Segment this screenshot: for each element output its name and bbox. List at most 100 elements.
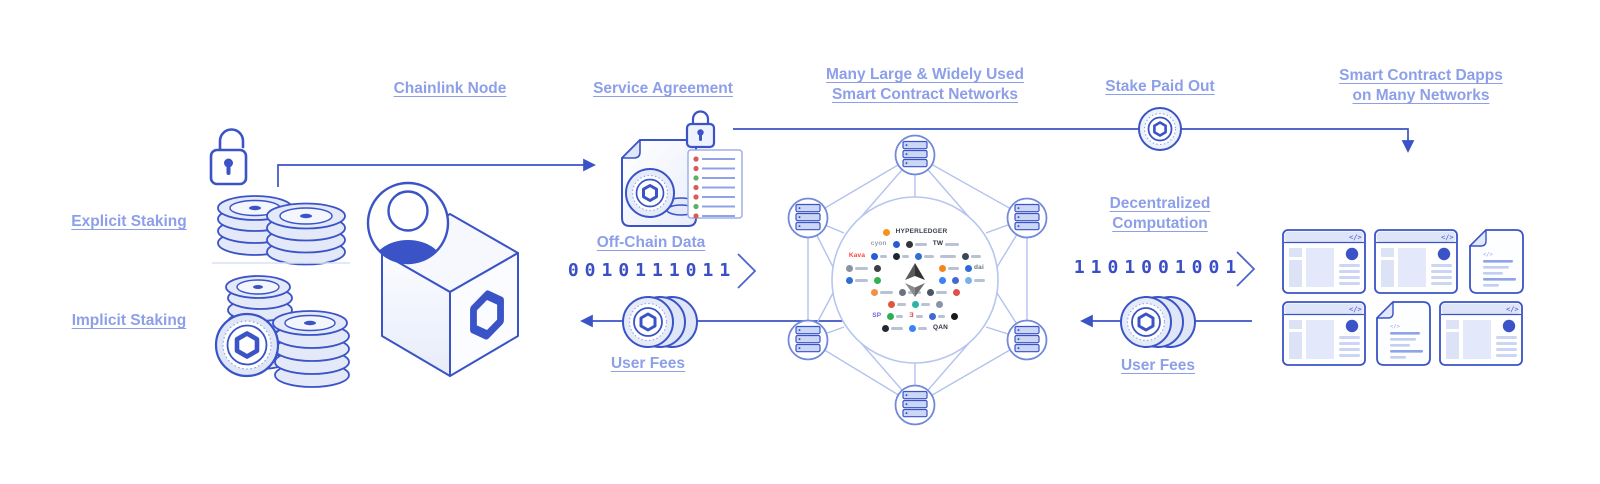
dapp-document-icon: </> — [1376, 301, 1431, 366]
logo-row: dai — [846, 264, 984, 272]
crypto-logo — [935, 300, 943, 308]
crypto-logo — [928, 312, 945, 320]
stake-coin-icon — [1138, 107, 1182, 151]
crypto-logo: Ǝ — [909, 312, 923, 320]
lock-icon — [685, 110, 716, 149]
crypto-logo — [926, 288, 947, 296]
logo-row — [887, 300, 943, 308]
logo-row: Kava — [849, 252, 982, 260]
server-icon — [795, 212, 821, 222]
code-icon: </> — [1349, 306, 1362, 314]
label-dapps-title[interactable]: Smart Contract Dapps on Many Networks — [1339, 66, 1503, 106]
logo-row: SP Ǝ — [872, 311, 958, 320]
explicit-staking-coins-icon — [217, 195, 346, 266]
server-icon — [902, 140, 928, 150]
crypto-logo — [951, 276, 959, 284]
server-icon — [902, 149, 928, 159]
crypto-logo — [911, 300, 930, 308]
label-explicit-staking[interactable]: Explicit Staking — [71, 213, 187, 230]
crypto-logo — [950, 312, 958, 320]
service-agreement-icon — [621, 110, 743, 227]
check-dot — [693, 213, 699, 219]
server-icon — [1014, 343, 1040, 353]
crypto-logo: HYPERLEDGER — [895, 227, 948, 235]
dapp-browser-window-icon: </> — [1439, 301, 1523, 366]
crypto-logo — [892, 240, 900, 248]
label-user-fees-right[interactable]: User Fees — [1120, 357, 1196, 374]
logo-row: QAN — [881, 323, 949, 332]
crypto-logo — [845, 276, 868, 284]
crypto-logo: TW — [933, 240, 960, 248]
dapp-browser-window-icon: </> — [1282, 229, 1366, 294]
check-dot — [693, 194, 699, 200]
user-fees-coins-left-icon — [622, 296, 698, 348]
check-dot — [693, 203, 699, 210]
server-icon — [902, 399, 928, 409]
crypto-logo: cyon — [870, 239, 887, 247]
network-node — [787, 319, 829, 361]
crypto-logo — [846, 264, 868, 272]
flow-arrows — [277, 128, 1415, 328]
label-implicit-staking[interactable]: Implicit Staking — [71, 312, 187, 329]
crypto-logo — [874, 264, 881, 272]
crypto-logo — [887, 300, 906, 308]
arrow-agreement-to-dapps — [733, 128, 1415, 153]
crypto-logo — [940, 254, 957, 258]
server-icon — [795, 221, 821, 231]
badge-icon — [1345, 319, 1359, 333]
agreement-checklist — [687, 149, 743, 219]
network-node — [1006, 197, 1048, 239]
crypto-logo — [908, 324, 927, 332]
dapp-document-icon: </> — [1469, 229, 1524, 294]
label-off-chain-data[interactable]: Off-Chain Data — [596, 234, 706, 251]
label-network-title[interactable]: Many Large & Widely Used Smart Contract … — [826, 65, 1024, 105]
server-icon — [795, 334, 821, 344]
server-icon — [795, 203, 821, 213]
label-decentralized-computation[interactable]: Decentralized Computation — [1110, 194, 1211, 234]
crypto-logo — [881, 324, 903, 332]
check-dot — [693, 156, 699, 162]
badge-icon — [1502, 319, 1516, 333]
code-icon: </> — [1441, 234, 1454, 242]
arrow-staking-to-agreement — [277, 158, 596, 187]
crypto-logo — [905, 240, 927, 248]
chevron-right-icon — [737, 253, 757, 289]
crypto-logo — [962, 252, 982, 260]
badge-icon — [1437, 247, 1451, 261]
code-icon: </> — [1506, 306, 1519, 314]
network-node — [1006, 319, 1048, 361]
label-user-fees-left[interactable]: User Fees — [610, 355, 686, 372]
crypto-logo: dai — [965, 264, 984, 272]
decentralized-line1: Decentralized — [1109, 195, 1211, 212]
dapp-grid: </> </> </> </> </> </> — [1282, 229, 1524, 366]
crypto-logo — [882, 228, 890, 236]
crypto-logo — [938, 276, 946, 284]
label-stake-paid-out[interactable]: Stake Paid Out — [1105, 78, 1215, 95]
dapps-title-line1: Smart Contract Dapps — [1339, 67, 1503, 84]
crypto-logo — [873, 276, 881, 284]
padlock-icon — [209, 128, 248, 186]
code-icon: </> — [1390, 324, 1401, 330]
node-operator-avatar — [366, 181, 450, 265]
label-service-agreement[interactable]: Service Agreement — [593, 80, 733, 97]
decentralized-line2: Computation — [1112, 215, 1208, 233]
crypto-logo — [939, 264, 959, 272]
chevron-right-icon — [1236, 251, 1256, 287]
server-icon — [902, 390, 928, 400]
crypto-logo: SP — [872, 311, 882, 319]
crypto-logo — [870, 288, 893, 296]
network-nodes — [787, 134, 1048, 426]
badge-icon — [1345, 247, 1359, 261]
server-icon — [902, 158, 928, 168]
networks-logo-circle — [831, 196, 999, 364]
user-fees-coins-right-icon — [1120, 296, 1196, 348]
crypto-logo: QAN — [932, 323, 949, 331]
label-chainlink-node[interactable]: Chainlink Node — [393, 80, 507, 97]
ethereum-logo-icon — [905, 263, 925, 297]
computation-binary: 1101001001 — [1073, 257, 1243, 278]
check-dot — [693, 165, 699, 172]
server-icon — [795, 343, 821, 353]
server-icon — [1014, 334, 1040, 344]
